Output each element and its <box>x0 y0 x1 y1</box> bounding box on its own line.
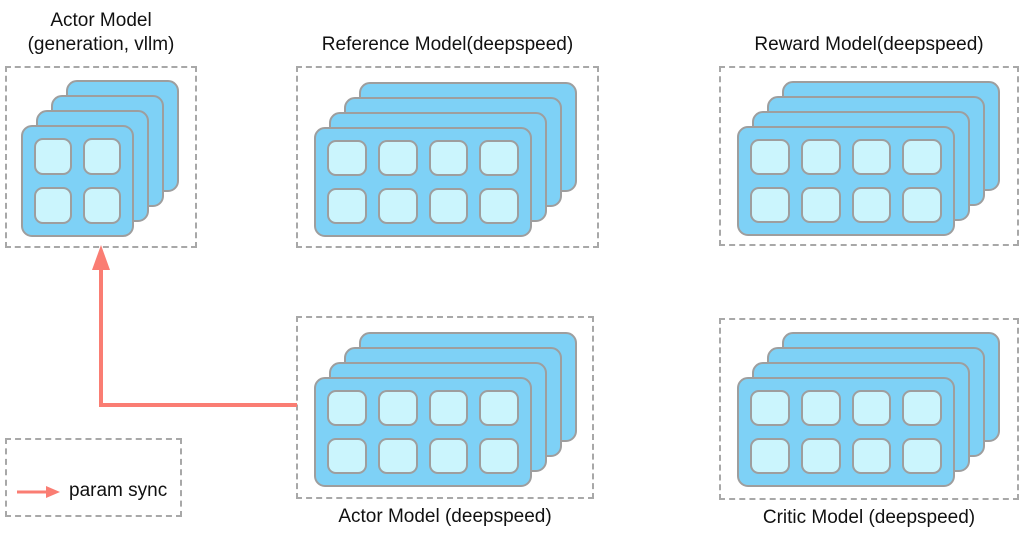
gpu-card <box>737 126 955 236</box>
gpu-card <box>314 127 532 237</box>
gpu-stack <box>314 332 577 487</box>
gpu-cell <box>902 187 942 223</box>
gpu-cell <box>34 187 72 224</box>
gpu-cell <box>750 139 790 175</box>
gpu-cell <box>428 438 469 474</box>
gpu-card <box>21 125 134 237</box>
legend-box: param sync <box>5 438 182 517</box>
gpu-cell <box>800 438 841 474</box>
node-actor-vllm-box: Actor Model (generation, vllm) <box>5 10 197 248</box>
gpu-cell <box>750 438 790 474</box>
gpu-cell <box>377 140 418 176</box>
gpu-cell <box>800 139 841 175</box>
param-sync-arrow-line <box>99 266 297 407</box>
node-reward-model-box: Reward Model(deepspeed) <box>719 34 1019 246</box>
node-actor-deepspeed-box: Actor Model (deepspeed) <box>296 316 594 527</box>
gpu-stack <box>21 80 179 237</box>
param-sync-arrowhead-icon <box>92 245 110 270</box>
gpu-cell <box>83 138 121 175</box>
gpu-cell <box>327 188 367 224</box>
gpu-cell <box>800 187 841 223</box>
legend-label: param sync <box>69 480 168 501</box>
node-critic-model-box: Critic Model (deepspeed) <box>719 318 1019 528</box>
gpu-cell <box>851 438 892 474</box>
gpu-cell <box>851 139 892 175</box>
gpu-cell <box>851 187 892 223</box>
gpu-cell <box>902 139 942 175</box>
gpu-cell <box>327 438 367 474</box>
gpu-cell <box>800 390 841 426</box>
gpu-card <box>737 377 955 487</box>
gpu-cell <box>479 390 519 426</box>
actor-deepspeed-label: Actor Model (deepspeed) <box>338 506 552 527</box>
param-sync-legend-arrow-icon <box>17 486 60 498</box>
gpu-cell <box>428 140 469 176</box>
gpu-cell <box>479 140 519 176</box>
gpu-cell <box>750 390 790 426</box>
gpu-card <box>314 377 532 487</box>
gpu-cell <box>377 188 418 224</box>
gpu-cell <box>428 188 469 224</box>
reference-model-label: Reference Model(deepspeed) <box>321 34 574 55</box>
gpu-stack <box>737 332 1000 487</box>
reward-model-label: Reward Model(deepspeed) <box>754 34 984 55</box>
node-reference-model-box: Reference Model(deepspeed) <box>296 34 599 248</box>
critic-model-label: Critic Model (deepspeed) <box>762 507 976 528</box>
gpu-cell <box>377 390 418 426</box>
gpu-cell <box>34 138 72 175</box>
gpu-cell <box>327 390 367 426</box>
gpu-cell <box>851 390 892 426</box>
gpu-cell <box>479 188 519 224</box>
gpu-cell <box>902 390 942 426</box>
gpu-cell <box>327 140 367 176</box>
gpu-stack <box>314 82 577 237</box>
gpu-cell <box>428 390 469 426</box>
actor-vllm-label: Actor Model (generation, vllm) <box>27 10 175 55</box>
gpu-cell <box>902 438 942 474</box>
gpu-cell <box>750 187 790 223</box>
gpu-cell <box>83 187 121 224</box>
gpu-stack <box>737 81 1000 236</box>
gpu-cell <box>377 438 418 474</box>
gpu-cell <box>479 438 519 474</box>
